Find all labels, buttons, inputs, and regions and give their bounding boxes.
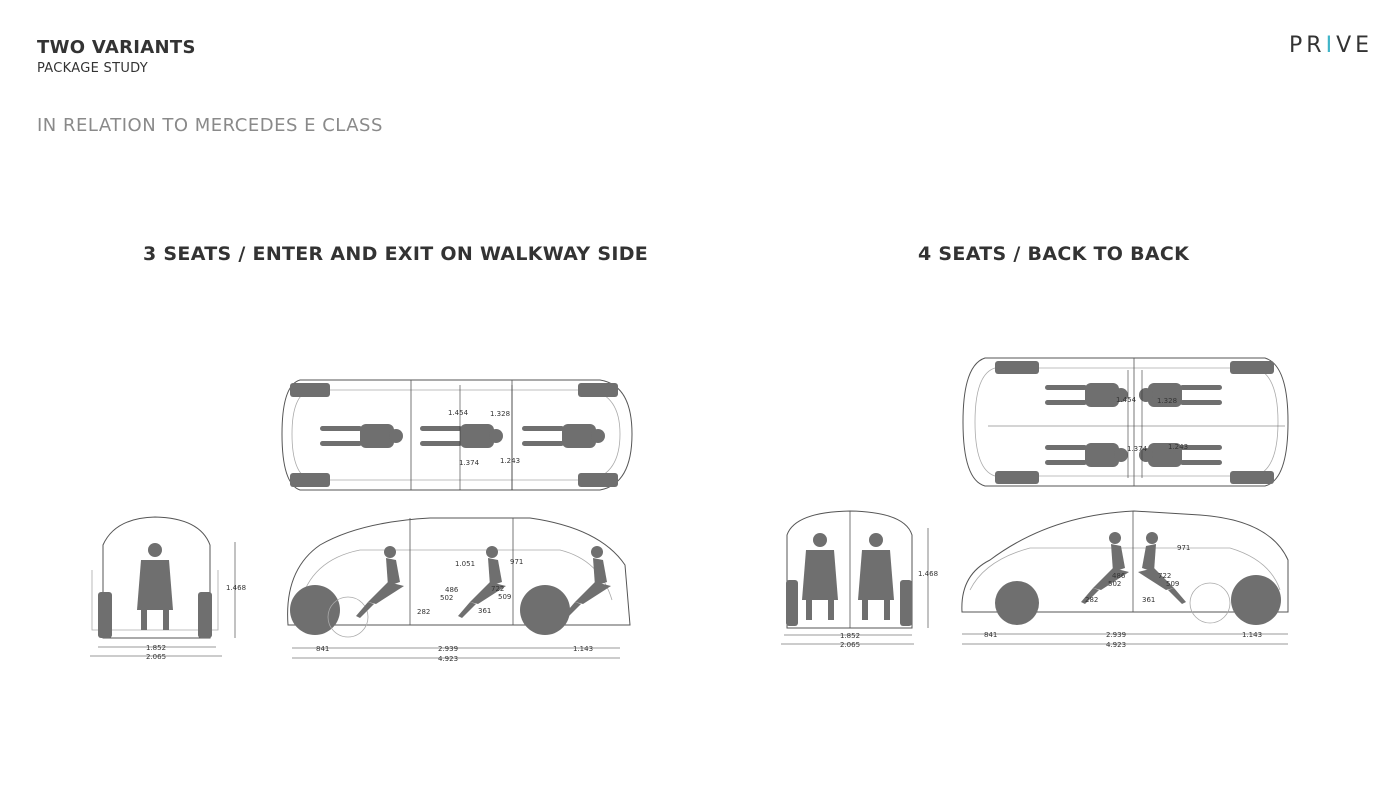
v2-dim-side-5: 282	[1085, 596, 1098, 604]
v1-dim-side-11: 4.923	[438, 655, 458, 663]
v2-dim-side-2: 502	[1108, 580, 1121, 588]
v1-dim-side-2: 486	[445, 586, 459, 594]
v2-dim-front-1: 1.852	[840, 632, 860, 640]
v2-dim-side-8: 2.939	[1106, 631, 1126, 639]
v1-dim-front-0: 1.468	[226, 584, 246, 592]
v1-dim-top-3: 1.243	[500, 457, 520, 465]
v2-dim-side-0: 971	[1177, 544, 1190, 552]
v2-dim-top-0: 1.454	[1116, 396, 1137, 404]
v2-dim-top-2: 1.374	[1127, 445, 1148, 453]
v1-dim-side-4: 722	[491, 585, 504, 593]
v1-dim-side-10: 1.143	[573, 645, 593, 653]
v2-dim-side-7: 841	[984, 631, 997, 639]
logo-bar: I	[1325, 33, 1337, 58]
v2-dim-top-1: 1.328	[1157, 397, 1177, 405]
v2-side-view: 971 486 502 722 509 282 361 841 2.939 1.…	[961, 510, 1289, 649]
v2-dim-side-10: 4.923	[1106, 641, 1126, 649]
v1-dim-side-7: 361	[478, 607, 491, 615]
v1-dim-top-2: 1.374	[459, 459, 480, 467]
v2-dim-front-0: 1.468	[918, 570, 938, 578]
logo-left: PR	[1289, 33, 1326, 58]
variant-heading-1: 3 SEATS / ENTER AND EXIT ON WALKWAY SIDE	[143, 243, 649, 265]
v1-dim-side-0: 1.051	[455, 560, 475, 568]
v1-dim-top-1: 1.328	[490, 410, 510, 418]
v1-dim-front-2: 2.065	[146, 653, 166, 661]
v2-dim-front-2: 2.065	[840, 641, 860, 649]
brand-logo: PRIVE	[1289, 33, 1373, 58]
v2-dim-top-3: 1.243	[1168, 443, 1188, 451]
v2-top-view: 1.454 1.328 1.374 1.243	[962, 357, 1289, 487]
variant-heading-2: 4 SEATS / BACK TO BACK	[918, 243, 1190, 265]
v1-front-view: 1.468 1.852 2.065	[90, 516, 246, 661]
v2-dim-side-9: 1.143	[1242, 631, 1262, 639]
v1-dim-front-1: 1.852	[146, 644, 166, 652]
v2-dim-side-3: 722	[1158, 572, 1171, 580]
v2-front-view: 1.468 1.852 2.065	[781, 510, 938, 649]
v1-side-view: 1.051 971 486 502 722 509 282 361 841 2.…	[287, 517, 631, 663]
logo-right: VE	[1336, 33, 1374, 58]
v1-dim-top-0: 1.454	[448, 409, 469, 417]
v2-dim-side-4: 509	[1166, 580, 1179, 588]
v2-dim-side-1: 486	[1112, 572, 1126, 580]
page-title: TWO VARIANTS	[37, 37, 196, 58]
v1-dim-side-6: 282	[417, 608, 430, 616]
v1-top-view: 1.454 1.328 1.374 1.243	[281, 379, 633, 491]
page-subtitle: PACKAGE STUDY	[37, 61, 148, 76]
v1-dim-side-9: 2.939	[438, 645, 458, 653]
v1-dim-side-8: 841	[316, 645, 329, 653]
v1-dim-side-1: 971	[510, 558, 523, 566]
relation-heading: IN RELATION TO MERCEDES E CLASS	[37, 115, 383, 136]
v1-dim-side-5: 509	[498, 593, 511, 601]
v2-dim-side-6: 361	[1142, 596, 1155, 604]
v1-dim-side-3: 502	[440, 594, 453, 602]
